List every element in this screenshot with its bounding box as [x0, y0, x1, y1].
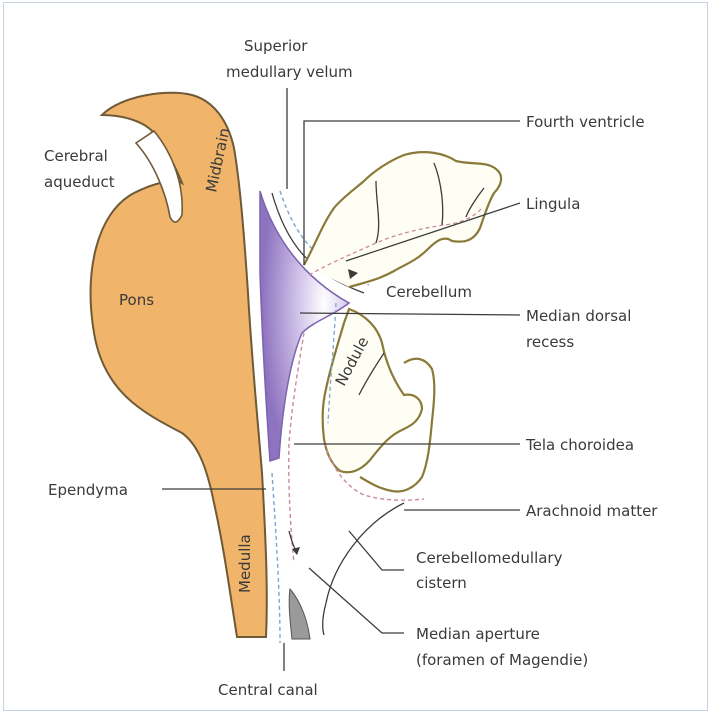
label-median-dorsal-recess-2: recess [526, 333, 574, 351]
csf-dashed-line [272, 473, 280, 643]
diagram-frame: Superior medullary velum Fourth ventricl… [3, 2, 708, 711]
median-aperture-shape [289, 589, 310, 639]
label-fourth-ventricle: Fourth ventricle [526, 113, 645, 131]
label-cerebellum: Cerebellum [386, 283, 472, 301]
label-superior-medullary-velum-2: medullary velum [226, 63, 353, 81]
label-cerebral-aqueduct-2: aqueduct [44, 173, 115, 191]
label-cerebral-aqueduct-1: Cerebral [44, 147, 108, 165]
flow-arrow-lower [289, 531, 296, 551]
leader-cerebellomedullary-cistern [349, 531, 404, 570]
label-medulla: Medulla [236, 534, 254, 593]
nodule-outline [323, 309, 422, 472]
label-superior-medullary-velum-1: Superior [244, 37, 308, 55]
label-central-canal: Central canal [218, 681, 318, 699]
label-cerebellomedullary-cistern-2: cistern [416, 574, 467, 592]
label-median-aperture-1: Median aperture [416, 625, 540, 643]
arachnoid-line [323, 503, 404, 635]
fourth-ventricle-diagram: Superior medullary velum Fourth ventricl… [4, 3, 707, 710]
label-ependyma: Ependyma [48, 481, 128, 499]
label-tela-choroidea: Tela choroidea [525, 436, 634, 454]
label-pons: Pons [119, 291, 154, 309]
label-median-dorsal-recess-1: Median dorsal [526, 307, 631, 325]
label-median-aperture-2: (foramen of Magendie) [416, 651, 588, 669]
label-arachnoid-matter: Arachnoid matter [526, 502, 658, 520]
label-lingula: Lingula [526, 195, 580, 213]
label-cerebellomedullary-cistern-1: Cerebellomedullary [416, 549, 563, 567]
